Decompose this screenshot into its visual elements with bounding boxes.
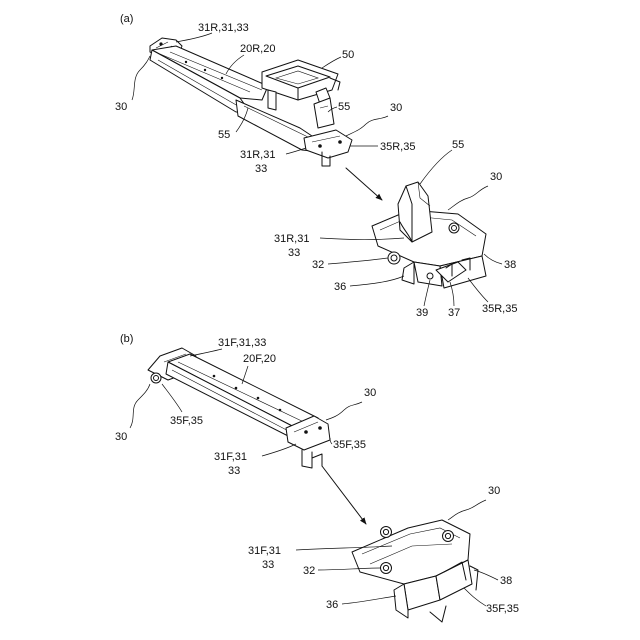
- ref-36-flange: 36: [334, 281, 346, 293]
- ref-31r-31-detail-line1: 31R,31: [274, 233, 309, 245]
- ref-31f-31-33-top: 31F,31,33: [218, 337, 266, 349]
- ref-35r-35-detail: 35R,35: [482, 303, 517, 315]
- ref-31f-31-detail-line1: 31F,31: [248, 545, 281, 557]
- ref-50: 50: [342, 49, 354, 61]
- ref-33-overview-line2: 33: [255, 163, 267, 175]
- front-mount-detail: [352, 520, 478, 622]
- ref-30-right: 30: [390, 102, 402, 114]
- ref-30-left: 30: [115, 101, 127, 113]
- ref-31r-31-overview-line1: 31R,31: [240, 149, 275, 161]
- panel-a: (a): [115, 13, 517, 319]
- ref-31f-31-overview-line1: 31F,31: [214, 451, 247, 463]
- ref-55-lower: 55: [218, 129, 230, 141]
- ref-33-detail-line2: 33: [288, 247, 300, 259]
- detail-arrow-a: [346, 168, 382, 200]
- ref-38-side: 38: [504, 259, 516, 271]
- detail-arrow-b: [322, 466, 366, 524]
- ref-37-slot: 37: [448, 307, 460, 319]
- ref-36-flange-b: 36: [326, 599, 338, 611]
- ref-30-detail-b: 30: [488, 485, 500, 497]
- ref-55-upright: 55: [452, 139, 464, 151]
- panel-b: (b) 31F,31,33: [115, 333, 519, 622]
- ref-33-overview-b-line2: 33: [228, 465, 240, 477]
- rear-cross-member: [150, 38, 352, 166]
- ref-31r-31-33-top: 31R,31,33: [198, 22, 249, 34]
- front-cross-member: [148, 348, 330, 468]
- panel-b-label: (b): [120, 333, 133, 345]
- ref-20r-20: 20R,20: [240, 43, 275, 55]
- panel-a-label: (a): [120, 13, 133, 25]
- ref-35f-35-detail: 35F,35: [486, 603, 519, 615]
- ref-39-hole: 39: [416, 307, 428, 319]
- ref-32-bolt: 32: [312, 259, 324, 271]
- ref-30-left-b: 30: [115, 431, 127, 443]
- ref-30-right-b: 30: [364, 387, 376, 399]
- ref-20f-20: 20F,20: [243, 353, 276, 365]
- ref-38-side-b: 38: [500, 575, 512, 587]
- ref-35f-35-left: 35F,35: [170, 415, 203, 427]
- ref-35r-35-overview: 35R,35: [380, 141, 415, 153]
- ref-32-bolt-b: 32: [303, 565, 315, 577]
- ref-33-detail-b-line2: 33: [262, 559, 274, 571]
- ref-30-detail: 30: [490, 171, 502, 183]
- ref-55-mount: 55: [338, 101, 350, 113]
- ref-35f-35-right: 35F,35: [333, 439, 366, 451]
